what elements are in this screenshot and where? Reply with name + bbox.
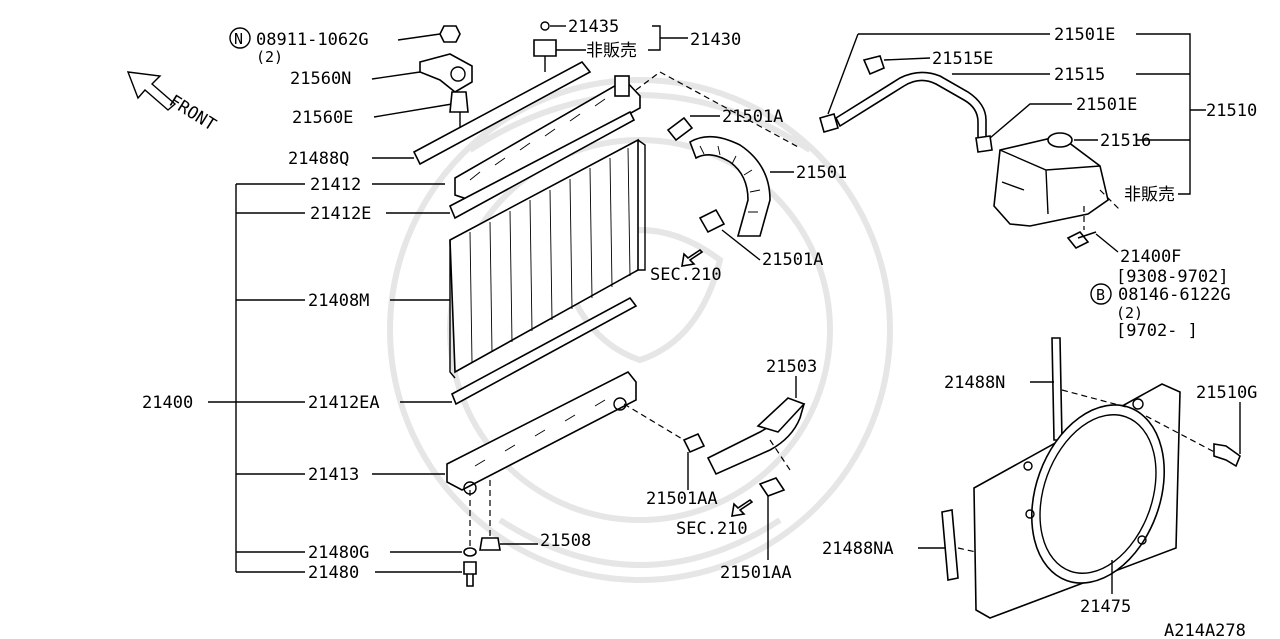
radiator-upper-tank (454, 75, 641, 201)
part-label-21501e-mid[interactable]: 21501E (1076, 95, 1137, 115)
reservoir-tank (993, 132, 1109, 227)
part-label-08911-1062g[interactable]: 08911-1062G (256, 30, 369, 50)
hose-clamp-21501e-top (819, 113, 839, 133)
gasket-21412ea (450, 296, 638, 406)
part-label-21501e-top[interactable]: 21501E (1054, 25, 1115, 45)
part-label-21501[interactable]: 21501 (796, 163, 847, 183)
bolt-21510g (1213, 443, 1241, 468)
part-label-21501a-top[interactable]: 21501A (722, 107, 783, 127)
part-label-21488q[interactable]: 21488Q (288, 149, 349, 169)
part-label-21412[interactable]: 21412 (310, 175, 361, 195)
screw-21400f (1066, 230, 1097, 250)
sec210-ref-bottom[interactable]: SEC.210 (676, 519, 748, 539)
cap-seal-21435 (540, 21, 550, 31)
radiator-core-21408m (449, 138, 646, 379)
part-label-21515e[interactable]: 21515E (932, 49, 993, 69)
seal-strip-21488na (941, 509, 959, 581)
part-label-08146-6122g[interactable]: 08146-6122G (1118, 285, 1231, 305)
figure-code: A214A278 (1164, 621, 1246, 639)
part-label-21510[interactable]: 21510 (1206, 101, 1257, 121)
bolt-symbol-letter: B (1096, 286, 1105, 304)
lower-hose-21503 (706, 397, 806, 476)
rubber-mount-21560e (449, 91, 469, 113)
date-range-1: [9308-9702] (1116, 267, 1229, 287)
part-label-21488n[interactable]: 21488N (944, 373, 1005, 393)
bolt-21480 (463, 561, 477, 587)
hose-clamp-21501aa-left (682, 432, 706, 454)
front-label: FRONT (165, 91, 219, 135)
part-label-21560e[interactable]: 21560E (292, 108, 353, 128)
sec210-ref-top[interactable]: SEC.210 (650, 265, 722, 285)
bolt-symbol-badge (1090, 283, 1112, 305)
arrow-to-sec210-bottom (731, 498, 754, 517)
part-label-21413[interactable]: 21413 (308, 465, 359, 485)
hose-clamp-21501e-mid (975, 135, 993, 153)
part-label-21412ea[interactable]: 21412EA (308, 393, 380, 413)
part-label-21475[interactable]: 21475 (1080, 597, 1131, 617)
hose-clamp-21501a-bottom (698, 208, 726, 234)
hose-clamp-21501aa-bottom (758, 477, 786, 497)
gasket-21412e (448, 110, 636, 220)
date-range-2: [9702- ] (1116, 321, 1198, 341)
part-label-21480g[interactable]: 21480G (308, 543, 369, 563)
not-for-sale-label-1: 非販売 (586, 41, 637, 61)
part-label-21501aa-bottom[interactable]: 21501AA (720, 563, 792, 583)
part-label-21412e[interactable]: 21412E (310, 204, 371, 224)
part-label-21400[interactable]: 21400 (142, 393, 193, 413)
part-label-21510g[interactable]: 21510G (1196, 383, 1257, 403)
overflow-hose-21515 (834, 71, 987, 141)
part-qty-08146: (2) (1116, 304, 1143, 322)
front-arrow-icon (126, 71, 177, 111)
part-label-21480[interactable]: 21480 (308, 563, 359, 583)
washer-21480g (463, 547, 477, 557)
part-label-21560n[interactable]: 21560N (290, 69, 351, 89)
part-label-21508[interactable]: 21508 (540, 531, 591, 551)
part-label-21488na[interactable]: 21488NA (822, 539, 894, 559)
part-label-21501a-bottom[interactable]: 21501A (762, 250, 823, 270)
bracket-21560n (419, 53, 473, 93)
hose-clamp-21501a-top (666, 116, 694, 142)
nut-part (439, 25, 461, 43)
part-label-21501aa-left[interactable]: 21501AA (646, 489, 718, 509)
part-label-21516[interactable]: 21516 (1100, 131, 1151, 151)
hose-clip-21515e (862, 55, 885, 76)
nut-symbol-badge (229, 27, 251, 49)
fan-shroud-21475 (973, 383, 1181, 619)
nut-symbol-letter: N (234, 30, 243, 48)
arrow-to-sec210-top (681, 248, 704, 267)
part-label-21515[interactable]: 21515 (1054, 65, 1105, 85)
grommet-21508 (479, 537, 501, 551)
seal-strip-21488n (1051, 337, 1063, 441)
radiator-cap-21430 (533, 39, 557, 57)
part-label-21408m[interactable]: 21408M (308, 291, 369, 311)
not-for-sale-label-2: 非販売 (1124, 185, 1175, 205)
part-qty-08911: (2) (256, 48, 283, 66)
upper-hose-21501 (689, 135, 771, 237)
seal-strip-21488q (412, 60, 592, 166)
part-label-21503[interactable]: 21503 (766, 357, 817, 377)
radiator-lower-tank-21413 (446, 370, 637, 495)
part-label-21400f[interactable]: 21400F (1120, 247, 1181, 267)
part-label-21430[interactable]: 21430 (690, 30, 741, 50)
part-label-21435[interactable]: 21435 (568, 17, 619, 37)
